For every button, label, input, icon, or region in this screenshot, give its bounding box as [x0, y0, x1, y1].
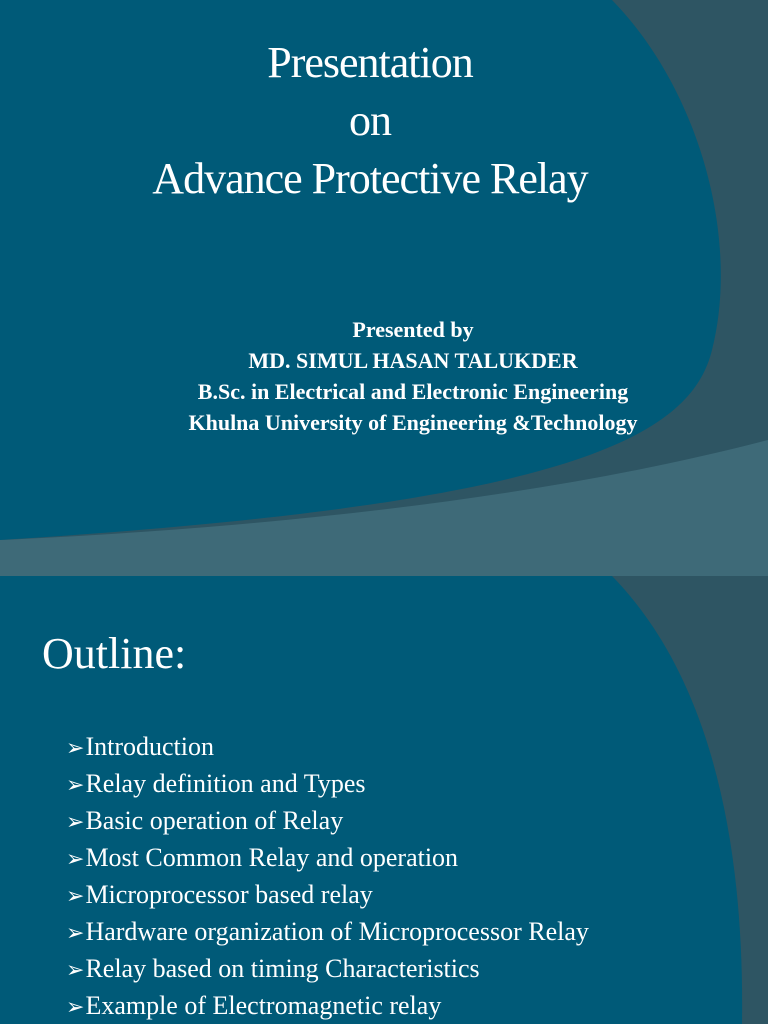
- title-line-3: Advance Protective Relay: [152, 154, 588, 203]
- outline-item: ➢Basic operation of Relay: [66, 803, 589, 840]
- presenter-university: Khulna University of Engineering &Techno…: [188, 410, 638, 435]
- outline-item: ➢Hardware organization of Microprocessor…: [66, 914, 589, 951]
- outline-item: ➢Microprocessor based relay: [66, 877, 589, 914]
- arrow-bullet-icon: ➢: [66, 994, 85, 1019]
- outline-item-label: Example of Electromagnetic relay: [85, 991, 442, 1020]
- presenter-info: Presented by MD. SIMUL HASAN TALUKDER B.…: [145, 314, 681, 438]
- outline-item: ➢Relay based on timing Characteristics: [66, 951, 589, 988]
- slide-background-swoosh: [0, 576, 768, 1024]
- arrow-bullet-icon: ➢: [66, 772, 85, 797]
- title-line-2: on: [349, 96, 392, 145]
- presented-by-label: Presented by: [352, 317, 474, 342]
- outline-item-label: Basic operation of Relay: [85, 806, 344, 835]
- arrow-bullet-icon: ➢: [66, 735, 85, 760]
- outline-item-label: Relay definition and Types: [85, 769, 366, 798]
- presentation-title: Presentation on Advance Protective Relay: [0, 34, 740, 208]
- title-slide: Presentation on Advance Protective Relay…: [0, 0, 768, 576]
- outline-list: ➢Introduction➢Relay definition and Types…: [66, 729, 589, 1024]
- arrow-bullet-icon: ➢: [66, 846, 85, 871]
- arrow-bullet-icon: ➢: [66, 920, 85, 945]
- outline-slide: Outline: ➢Introduction➢Relay definition …: [0, 576, 768, 1024]
- outline-item-label: Hardware organization of Microprocessor …: [85, 917, 589, 946]
- outline-item: ➢Relay definition and Types: [66, 766, 589, 803]
- slide-background-swoosh: [0, 0, 768, 576]
- arrow-bullet-icon: ➢: [66, 957, 85, 982]
- outline-item-label: Relay based on timing Characteristics: [85, 954, 480, 983]
- title-line-1: Presentation: [267, 38, 474, 87]
- outline-item: ➢Most Common Relay and operation: [66, 840, 589, 877]
- outline-heading: Outline:: [42, 629, 187, 678]
- outline-item: ➢Example of Electromagnetic relay: [66, 988, 589, 1024]
- outline-item: ➢Introduction: [66, 729, 589, 766]
- presenter-name: MD. SIMUL HASAN TALUKDER: [248, 348, 578, 373]
- outline-item-label: Microprocessor based relay: [85, 880, 373, 909]
- outline-item-label: Most Common Relay and operation: [85, 843, 459, 872]
- arrow-bullet-icon: ➢: [66, 883, 85, 908]
- outline-item-label: Introduction: [85, 732, 214, 761]
- presenter-degree: B.Sc. in Electrical and Electronic Engin…: [197, 379, 629, 404]
- arrow-bullet-icon: ➢: [66, 809, 85, 834]
